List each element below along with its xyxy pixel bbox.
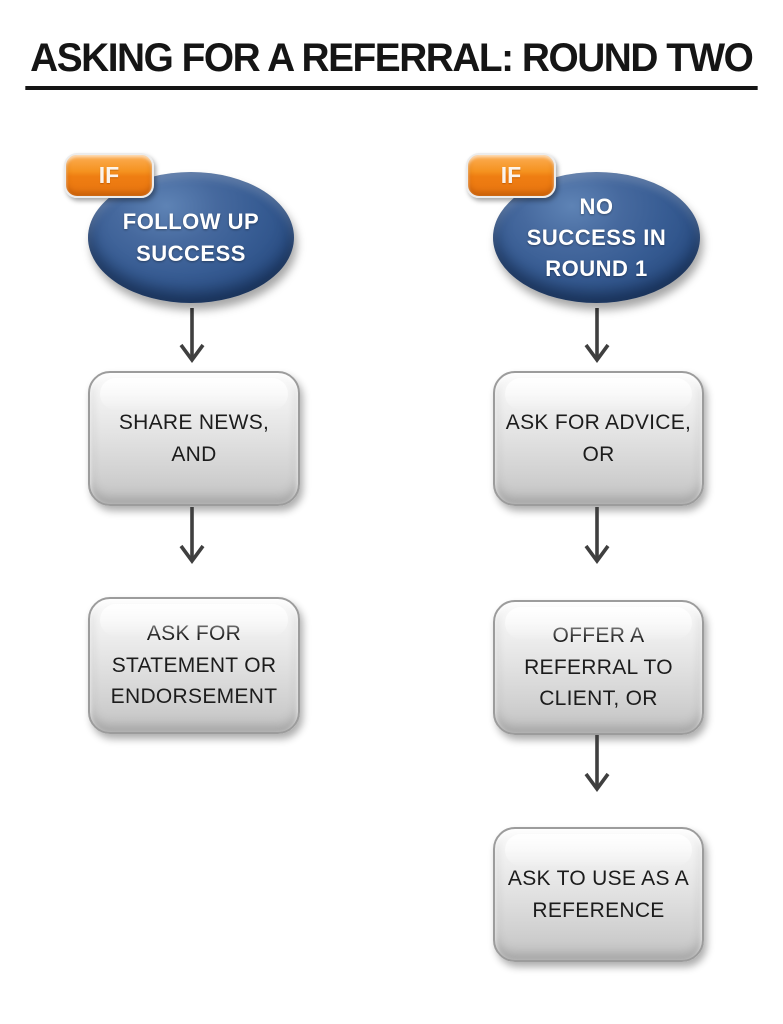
text-line: SUCCESS bbox=[136, 240, 246, 266]
if-badge-right: IF bbox=[466, 153, 556, 198]
text-line: ASK FOR bbox=[146, 622, 242, 646]
arrow-down-icon bbox=[179, 507, 205, 565]
step-text: ASK FOR ADVICE, OR bbox=[506, 407, 691, 470]
text-line: OFFER A bbox=[552, 624, 645, 648]
text-line: SUCCESS IN bbox=[526, 224, 667, 250]
if-badge-left: IF bbox=[64, 153, 154, 198]
if-badge-label: IF bbox=[98, 162, 120, 188]
arrow-down-icon bbox=[584, 507, 610, 565]
step-text: OFFER A REFERRAL TO CLIENT, OR bbox=[524, 620, 673, 715]
step-box-share-news: SHARE NEWS, AND bbox=[88, 371, 300, 506]
arrow-down-icon bbox=[584, 308, 610, 364]
step-box-ask-statement: ASK FOR STATEMENT OR ENDORSEMENT bbox=[88, 597, 300, 734]
text-line: ENDORSEMENT bbox=[110, 685, 278, 709]
text-line: NO bbox=[579, 193, 614, 219]
step-box-offer-referral: OFFER A REFERRAL TO CLIENT, OR bbox=[493, 600, 704, 735]
text-line: REFERENCE bbox=[532, 898, 665, 922]
text-line: ASK TO USE AS A bbox=[507, 867, 690, 890]
text-line: CLIENT, OR bbox=[539, 687, 658, 711]
page-title-wrap: ASKING FOR A REFERRAL: ROUND TWO bbox=[0, 36, 783, 90]
text-line: AND bbox=[171, 442, 217, 466]
step-text: ASK FOR STATEMENT OR ENDORSEMENT bbox=[111, 618, 278, 713]
text-line: REFERRAL TO bbox=[524, 655, 673, 679]
step-box-ask-reference: ASK TO USE AS A REFERENCE bbox=[493, 827, 704, 962]
text-line: ASK FOR ADVICE, bbox=[505, 411, 692, 434]
step-text: SHARE NEWS, AND bbox=[119, 407, 269, 470]
text-line: FOLLOW UP bbox=[122, 209, 260, 235]
if-badge-label: IF bbox=[500, 162, 522, 188]
text-line: SHARE NEWS, bbox=[118, 411, 270, 434]
step-box-ask-advice: ASK FOR ADVICE, OR bbox=[493, 371, 704, 506]
text-line: ROUND 1 bbox=[545, 256, 648, 282]
condition-text: NO SUCCESS IN ROUND 1 bbox=[527, 191, 666, 285]
condition-ellipse-follow-up-success: FOLLOW UP SUCCESS bbox=[88, 172, 294, 303]
page-title: ASKING FOR A REFERRAL: ROUND TWO bbox=[25, 36, 758, 90]
step-text: ASK TO USE AS A REFERENCE bbox=[508, 863, 689, 926]
condition-text: FOLLOW UP SUCCESS bbox=[123, 206, 259, 268]
arrow-down-icon bbox=[179, 308, 205, 364]
arrow-down-icon bbox=[584, 735, 610, 793]
text-line: OR bbox=[582, 442, 615, 466]
text-line: STATEMENT OR bbox=[111, 653, 277, 677]
